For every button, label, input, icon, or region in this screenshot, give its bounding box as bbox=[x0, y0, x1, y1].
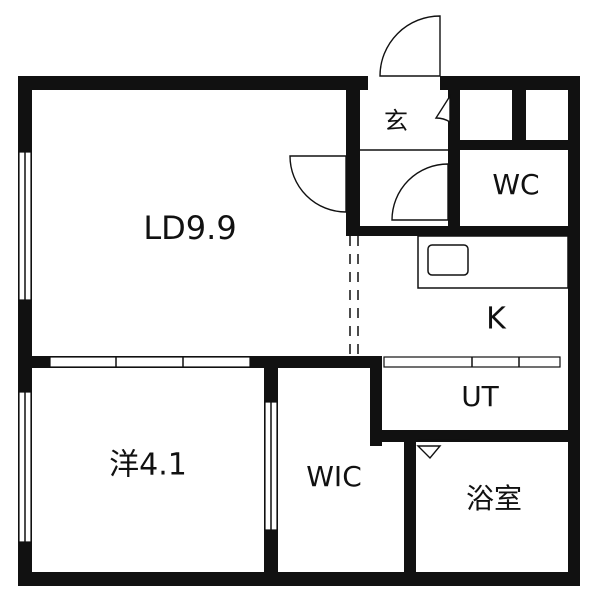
room-label-wic: WIC bbox=[306, 460, 362, 493]
kitchen-counter bbox=[417, 235, 569, 289]
room-label-entrance: 玄 bbox=[384, 107, 408, 135]
entrance-door bbox=[379, 15, 441, 77]
bath-door bbox=[416, 445, 442, 460]
room-label-ld: LD9.9 bbox=[143, 209, 236, 247]
room-label-bath: 浴室 bbox=[466, 482, 522, 515]
room-label-kitchen: K bbox=[486, 302, 507, 337]
windows bbox=[18, 151, 561, 543]
room-label-ut: UT bbox=[461, 380, 499, 413]
room-label-western: 洋4.1 bbox=[109, 448, 187, 483]
window-ld-south bbox=[49, 356, 251, 368]
wc-door bbox=[391, 163, 449, 221]
shoe-cabinet-door bbox=[434, 93, 451, 124]
ld-kitchen-partition bbox=[349, 236, 359, 356]
doors bbox=[289, 15, 470, 460]
room-label-wc: WC bbox=[492, 168, 539, 201]
sink-icon bbox=[427, 244, 469, 276]
ld-door bbox=[289, 155, 347, 213]
